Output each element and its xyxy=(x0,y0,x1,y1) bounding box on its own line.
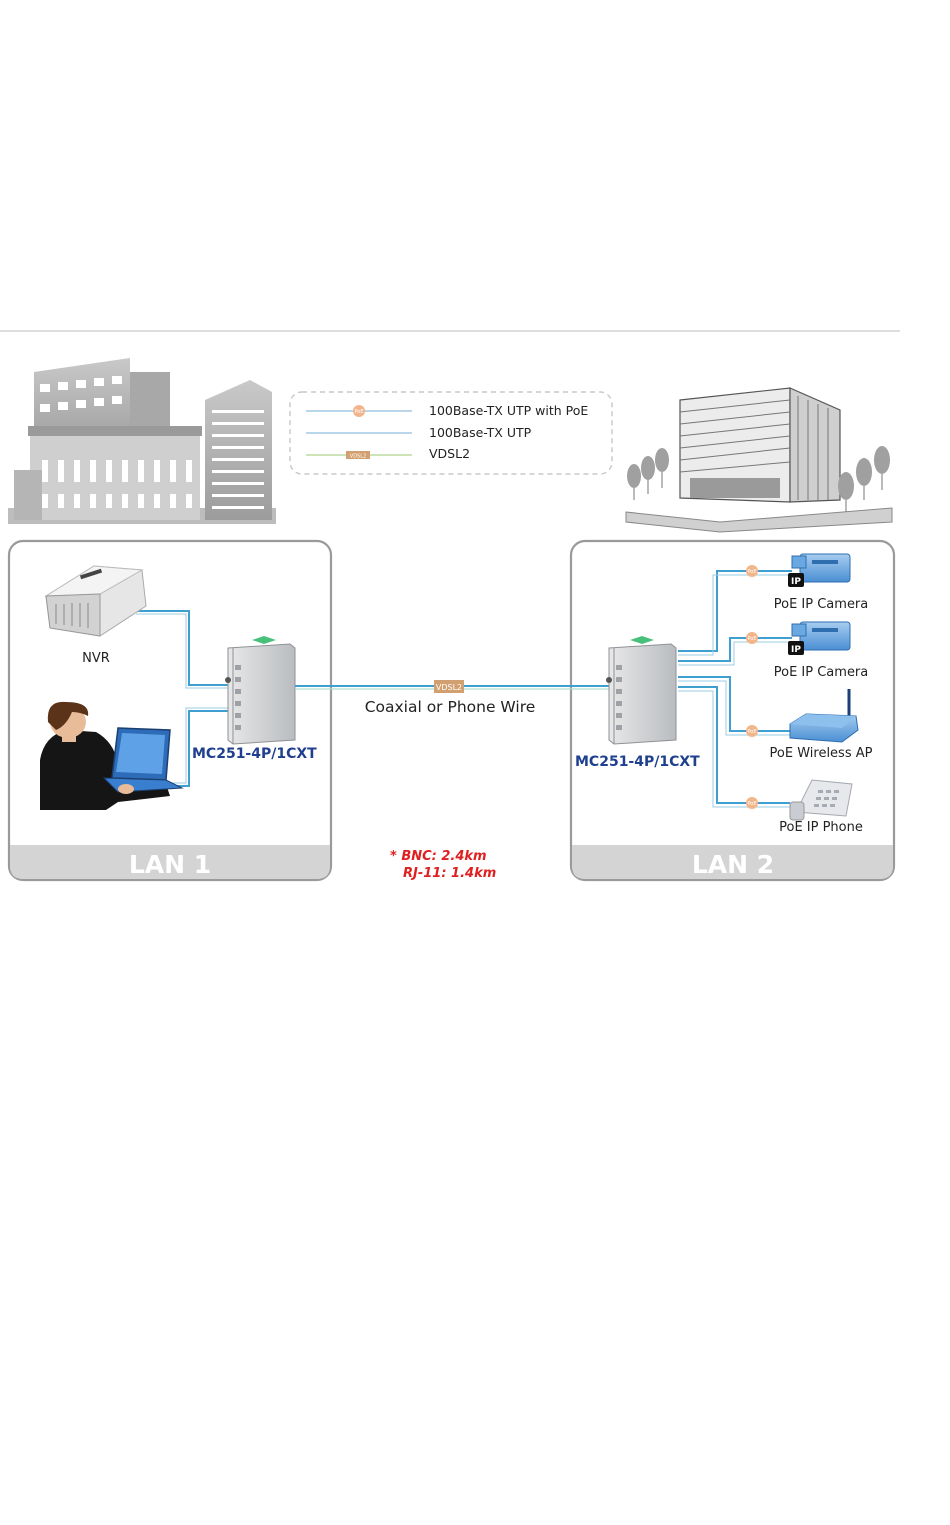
legend: PoE 100Base-TX UTP with PoE 100Base-TX U… xyxy=(290,392,612,474)
legend-label-vdsl: VDSL2 xyxy=(429,446,470,461)
wireless-ap-label: PoE Wireless AP xyxy=(770,746,873,761)
poe-marker-text: PoE xyxy=(747,729,756,735)
link-label: Coaxial or Phone Wire xyxy=(365,698,536,716)
vdsl-link: VDSL2 xyxy=(295,680,609,693)
lan1-switch-label: MC251-4P/1CXT xyxy=(192,746,317,762)
lan2-switch-icon xyxy=(606,636,676,744)
ip-badge: IP xyxy=(791,577,801,587)
poe-marker-text: PoE xyxy=(747,636,756,642)
poe-marker-text: PoE xyxy=(747,569,756,575)
poe-marker-text: PoE xyxy=(747,801,756,807)
distance-note-rj11: RJ-11: 1.4km xyxy=(403,866,496,881)
vdsl-link-marker-text: VDSL2 xyxy=(436,683,462,692)
lan1-title: LAN 1 xyxy=(129,850,211,879)
lan1-switch-icon xyxy=(225,636,295,744)
legend-poe-marker-text: PoE xyxy=(354,409,363,415)
lan2-title: LAN 2 xyxy=(692,850,774,879)
office-building-icon xyxy=(8,358,276,524)
camera2-label: PoE IP Camera xyxy=(774,665,869,680)
ip-phone-label: PoE IP Phone xyxy=(779,820,863,835)
distance-note-bnc: * BNC: 2.4km xyxy=(390,849,487,864)
camera1-label: PoE IP Camera xyxy=(774,597,869,612)
legend-label-utp: 100Base-TX UTP xyxy=(429,425,532,440)
legend-label-poe: 100Base-TX UTP with PoE xyxy=(429,403,588,418)
ip-badge: IP xyxy=(791,645,801,655)
datacenter-building-icon xyxy=(626,388,892,532)
lan2-switch-label: MC251-4P/1CXT xyxy=(575,754,700,770)
legend-vdsl-marker-text: VDSL2 xyxy=(350,454,366,460)
nvr-label: NVR xyxy=(82,651,110,666)
